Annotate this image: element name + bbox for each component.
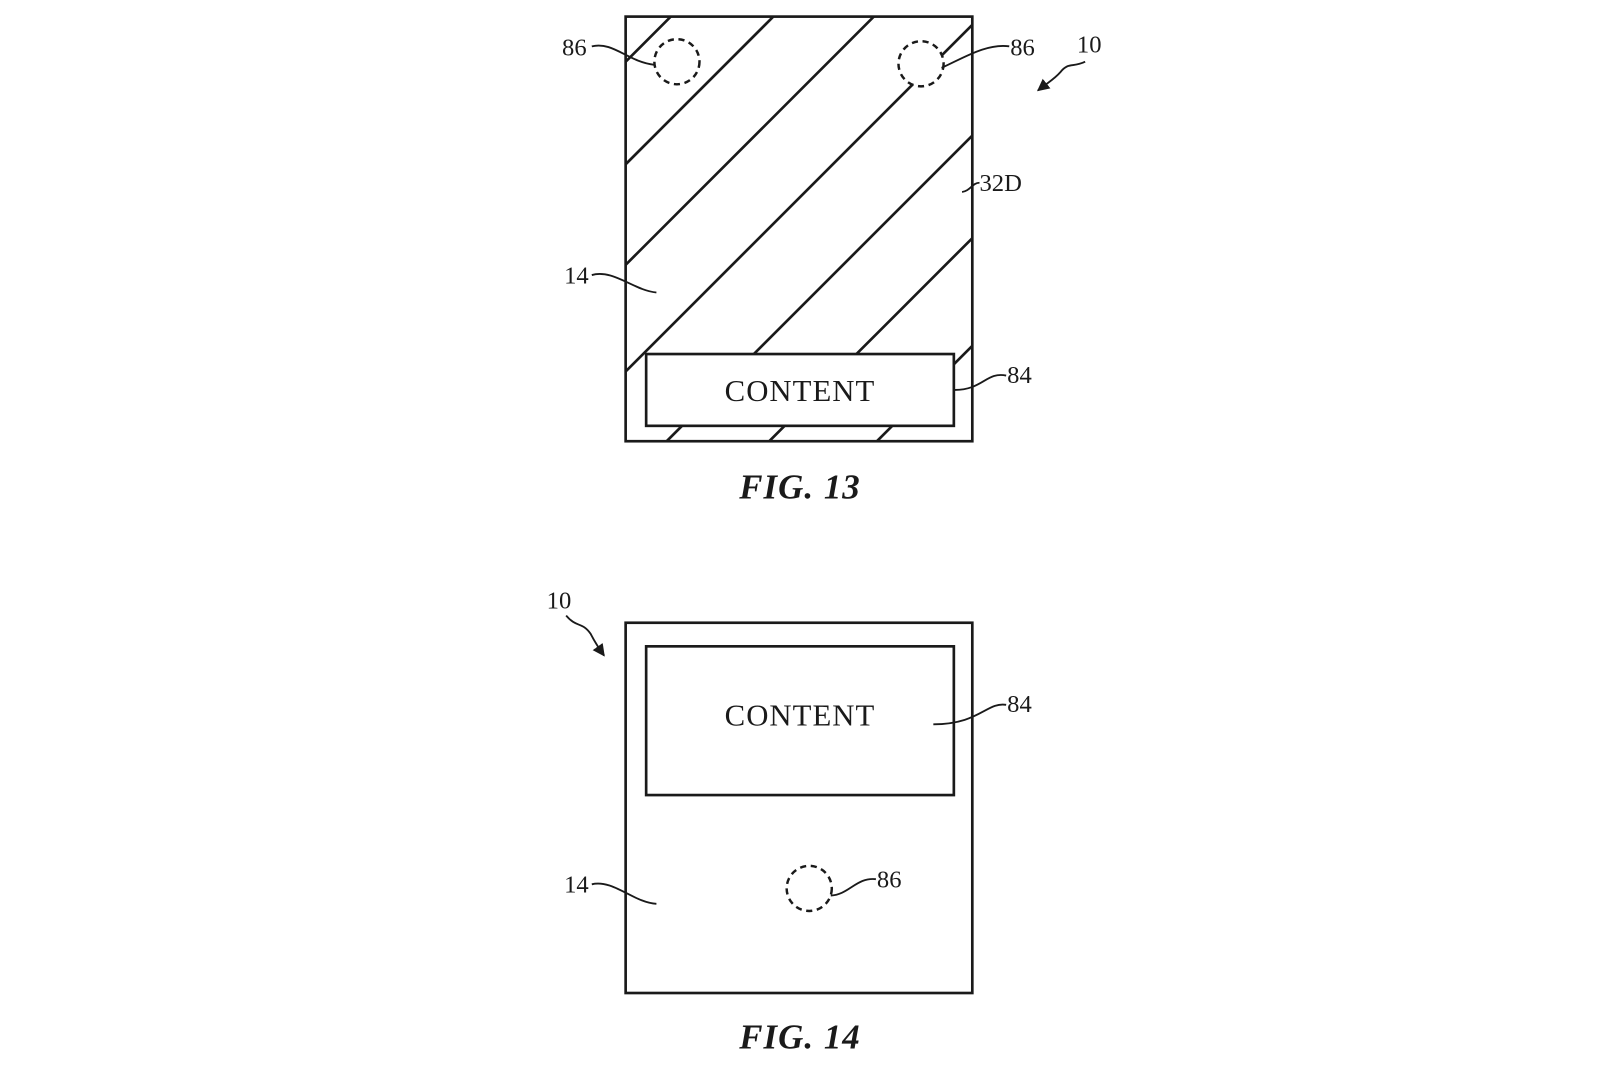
fig13-leader-32d xyxy=(962,183,979,192)
fig13-leader-14 xyxy=(592,274,657,293)
fig14-content-label: CONTENT xyxy=(725,698,876,732)
fig14-caption: FIG. 14 xyxy=(738,1017,860,1056)
fig14-leader-86 xyxy=(831,879,876,896)
fig14-ref-14: 14 xyxy=(564,872,589,899)
fig13-arrow-10 xyxy=(1038,62,1085,91)
figure-13: CONTENT 86 86 10 32D 14 84 FIG. 13 xyxy=(246,17,1301,507)
fig13-content-label: CONTENT xyxy=(725,374,876,408)
fig13-leader-86-left xyxy=(592,46,655,65)
fig14-ref-84: 84 xyxy=(1007,691,1032,718)
fig13-ref-32d: 32D xyxy=(979,170,1021,197)
fig13-leader-86-right xyxy=(942,46,1010,68)
fig13-ref-10: 10 xyxy=(1077,32,1102,59)
fig13-caption: FIG. 13 xyxy=(738,468,860,507)
fig13-ref-86-left: 86 xyxy=(562,35,587,62)
fig13-ref-84: 84 xyxy=(1007,362,1032,389)
fig14-arrow-10 xyxy=(566,616,604,656)
fig13-ref-14: 14 xyxy=(564,262,589,289)
fig14-ref-86: 86 xyxy=(877,866,902,893)
hatch-line xyxy=(246,17,671,442)
fig13-dashed-circle-left xyxy=(654,39,699,84)
fig13-leader-84 xyxy=(955,375,1006,390)
fig14-dashed-circle xyxy=(787,866,832,911)
fig14-ref-10: 10 xyxy=(547,587,572,614)
figure-14: CONTENT 10 84 14 86 FIG. 14 xyxy=(547,587,1032,1056)
fig13-ref-86-right: 86 xyxy=(1010,35,1035,62)
fig13-dashed-circle-right xyxy=(898,41,943,86)
fig14-leader-14 xyxy=(592,884,657,904)
